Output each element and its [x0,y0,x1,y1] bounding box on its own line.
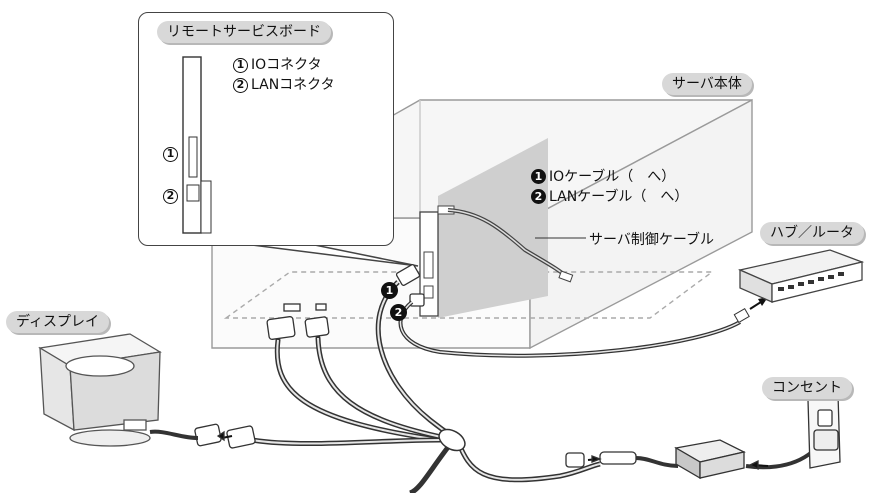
board-title: リモートサービスボード [157,21,331,43]
cable-text-io: IOケーブル（ へ） [549,169,676,185]
installed-board [419,205,455,317]
internal-panel [438,138,548,318]
display-device [38,333,162,447]
hub-device [737,249,865,303]
hub-label: ハブ／ルータ [760,222,864,244]
server-title: サーバ本体 [662,73,752,95]
cable-splitter [438,428,466,452]
legend-text-lan: LANコネクタ [251,77,335,93]
display-label: ディスプレイ [6,311,110,333]
server-connectors [266,264,425,340]
legend-marker-1: 1 [233,58,248,73]
callout-io: 1 [381,282,398,299]
board-drawing [182,56,212,234]
cable-marker-1: 1 [531,169,546,184]
legend-text-io: IOコネクタ [251,57,322,73]
outlet [807,393,841,469]
legend-marker-2: 2 [233,78,248,93]
control-cable-label: サーバ制御ケーブル [589,232,715,248]
power-adapter [565,439,814,480]
cable-marker-2: 2 [531,189,546,204]
display-connectors [194,423,256,449]
board-marker-2: 2 [163,189,178,204]
cable-text-lan: LANケーブル（ へ） [549,189,689,205]
callout-lan: 2 [390,304,407,321]
board-marker-1: 1 [163,147,178,162]
outlet-label: コンセント [762,377,852,399]
